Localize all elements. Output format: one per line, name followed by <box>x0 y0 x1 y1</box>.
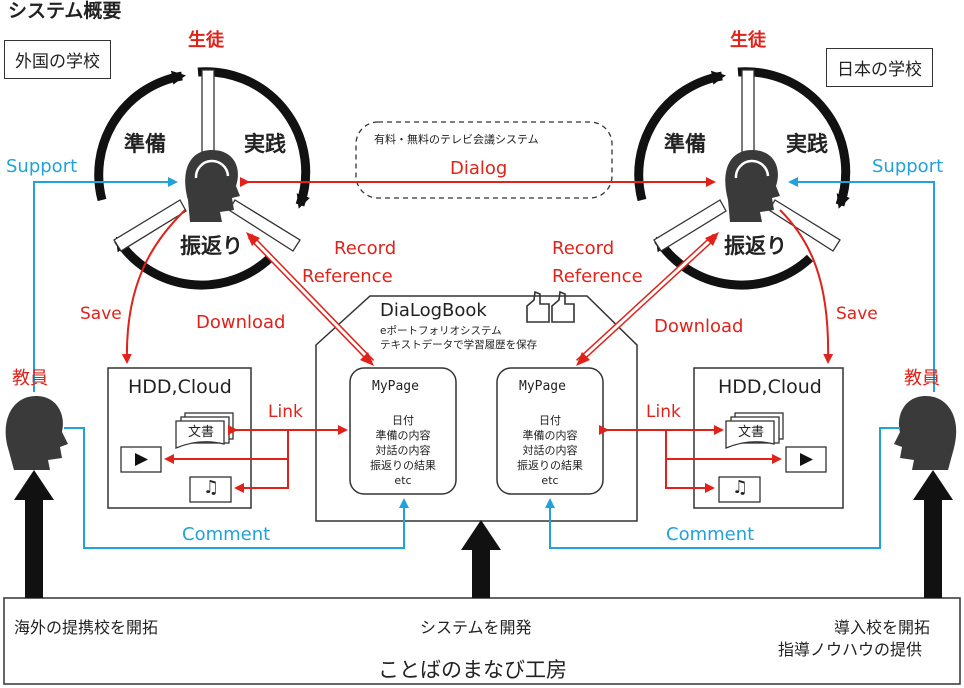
organization-name: ことばのまなび工房 <box>378 658 567 682</box>
dialogbook-sub1: eポートフォリオシステム <box>380 325 502 337</box>
headset-user-icon-right <box>725 150 780 222</box>
link-label-right: Link <box>646 402 681 422</box>
right-school-label: 日本の学校 <box>826 48 933 87</box>
music-note-icon-right: ♫ <box>732 477 749 498</box>
teacher-head-icon-left <box>5 396 68 470</box>
big-arrow-left <box>14 470 54 598</box>
save-label-right: Save <box>836 304 878 324</box>
play-icon-right <box>785 446 827 473</box>
support-arrow-left <box>33 177 178 392</box>
dialog-label: Dialog <box>450 158 508 179</box>
teacher-head-icon-right <box>894 396 957 470</box>
doc-label-left: 文書 <box>188 425 215 440</box>
thumbs-up-icon <box>526 290 575 323</box>
mypage-title-right: MyPage <box>519 379 566 394</box>
save-arrow-right <box>779 209 834 364</box>
mypage-item-dialog: 対話の内容 <box>375 444 431 457</box>
bottom-right-text-1: 導入校を開拓 <box>834 618 931 637</box>
record-download-left <box>246 232 375 366</box>
mypage-list-right: 日付 準備の内容 対話の内容 振返りの結果 etc <box>499 413 601 488</box>
mypage-list-left: 日付 準備の内容 対話の内容 振返りの結果 etc <box>352 413 454 488</box>
storage-title-right: HDD,Cloud <box>718 376 822 398</box>
prepare-label-right: 準備 <box>664 132 706 156</box>
prepare-label-left: 準備 <box>124 132 166 156</box>
support-arrow-right <box>788 177 935 392</box>
document-stack-icon-right <box>725 412 784 449</box>
comment-label-left: Comment <box>182 524 271 545</box>
link-arrows-left <box>164 425 348 493</box>
bottom-left-text: 海外の提携校を開拓 <box>14 618 159 637</box>
mypage-item-prepare: 準備の内容 <box>375 429 431 442</box>
headset-user-icon-left <box>185 150 240 222</box>
mypage-item-reflect: 振返りの結果 <box>517 459 583 472</box>
comment-label-right: Comment <box>666 524 755 545</box>
save-label-left: Save <box>80 304 122 324</box>
mypage-item-reflect: 振返りの結果 <box>370 459 436 472</box>
teacher-label-right: 教員 <box>904 368 940 389</box>
doc-label-right: 文書 <box>738 425 765 440</box>
document-stack-icon-left <box>175 412 234 449</box>
big-arrow-right <box>913 470 953 598</box>
music-note-icon-left: ♫ <box>203 477 220 498</box>
record-download-right <box>575 232 719 366</box>
dialogbook-sub2: テキストデータで学習履歴を保存 <box>380 339 538 351</box>
bottom-center-text: システムを開発 <box>420 618 532 637</box>
link-arrows-right <box>599 425 782 493</box>
dialogbook-title: DiaLogBook <box>380 300 487 321</box>
student-label-right: 生徒 <box>730 30 766 51</box>
comment-arrow-left <box>64 427 409 549</box>
record-label-left: Record <box>334 238 397 259</box>
mypage-item-etc: etc <box>541 474 559 487</box>
videoconf-caption: 有料・無料のテレビ会議システム <box>374 133 539 146</box>
page-title: システム概要 <box>8 0 122 22</box>
support-label-right: Support <box>872 156 944 177</box>
download-label-right: Download <box>654 316 744 337</box>
reference-label-right: Reference <box>552 266 643 287</box>
play-icon-left <box>120 446 162 473</box>
videoconf-box <box>355 121 613 199</box>
reflect-label-left: 振返り <box>180 234 243 258</box>
teacher-label-left: 教員 <box>12 368 48 389</box>
music-box-left <box>189 476 232 503</box>
save-arrow-left <box>121 209 186 364</box>
music-box-right <box>718 476 761 503</box>
mypage-item-date: 日付 <box>539 414 561 427</box>
left-school-label: 外国の学校 <box>4 40 111 79</box>
practice-label-left: 実践 <box>244 132 286 156</box>
reflect-label-right: 振返り <box>724 234 787 258</box>
mypage-item-etc: etc <box>394 474 412 487</box>
big-arrow-center <box>461 520 501 598</box>
comment-arrow-right <box>545 427 900 549</box>
download-label-left: Download <box>196 312 286 333</box>
record-label-right: Record <box>552 238 615 259</box>
mypage-item-dialog: 対話の内容 <box>522 444 578 457</box>
storage-title-left: HDD,Cloud <box>128 376 232 398</box>
mypage-card-left <box>349 367 457 495</box>
reference-label-left: Reference <box>302 266 393 287</box>
link-label-left: Link <box>268 402 303 422</box>
mypage-item-date: 日付 <box>392 414 414 427</box>
student-label-left: 生徒 <box>188 30 224 51</box>
mypage-title-left: MyPage <box>372 379 419 394</box>
bottom-right-text-2: 指導ノウハウの提供 <box>778 640 923 659</box>
practice-label-right: 実践 <box>786 132 828 156</box>
cycle-left <box>94 67 311 290</box>
mypage-item-prepare: 準備の内容 <box>522 429 578 442</box>
support-label-left: Support <box>6 156 78 177</box>
